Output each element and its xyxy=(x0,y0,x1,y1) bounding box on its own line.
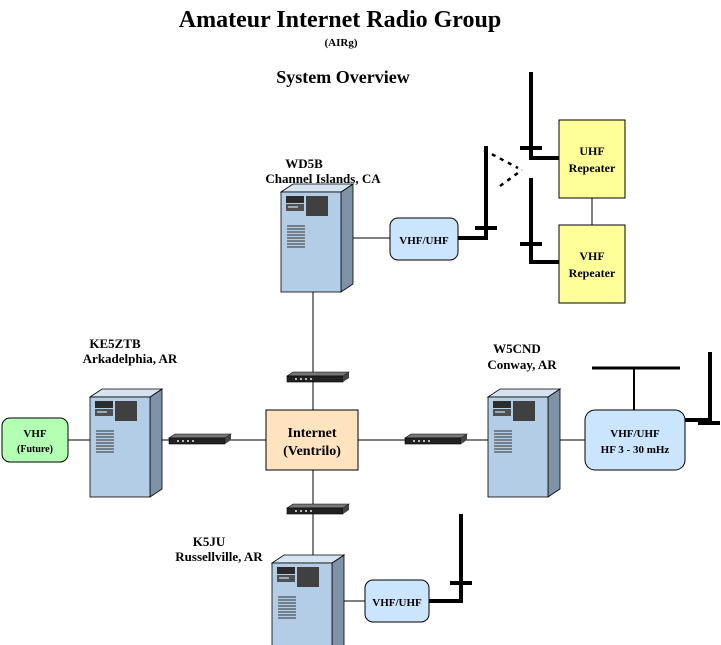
radio-ke5ztb-future: VHF (Future) xyxy=(1,417,69,463)
radio-k5ju: VHF/UHF xyxy=(364,579,430,623)
node-ke5ztb-callsign: KE5ZTB xyxy=(89,336,141,351)
modem-icon xyxy=(168,433,232,445)
page-subtitle: (AIRg) xyxy=(325,37,358,49)
radio-wd5b-label: VHF/UHF xyxy=(399,235,449,247)
server-w5cnd-icon xyxy=(487,388,561,498)
server-ke5ztb-icon xyxy=(89,388,163,498)
internet-label: Internet xyxy=(288,426,337,441)
vhf-repeater: VHF Repeater xyxy=(558,224,626,304)
modem-icon xyxy=(286,371,350,383)
vhf-repeater-sublabel: Repeater xyxy=(569,266,616,280)
node-wd5b-callsign: WD5B xyxy=(285,156,323,171)
node-w5cnd-callsign: W5CND xyxy=(493,341,541,356)
antenna-icon xyxy=(429,514,472,603)
server-k5ju-icon xyxy=(271,554,345,645)
node-k5ju-callsign: K5JU xyxy=(193,534,226,549)
radio-future-sublabel: (Future) xyxy=(17,444,53,455)
section-title: System Overview xyxy=(276,67,409,87)
uhf-repeater-label: UHF xyxy=(579,144,604,158)
radio-future-label: VHF xyxy=(23,428,47,440)
antenna-icon xyxy=(520,72,559,160)
vhf-repeater-label: VHF xyxy=(579,249,604,263)
modem-icon xyxy=(286,503,350,515)
uhf-repeater-sublabel: Repeater xyxy=(569,161,616,175)
internet-node: Internet (Ventrilo) xyxy=(265,409,359,471)
radio-w5cnd-label: VHF/UHF xyxy=(610,428,660,440)
uhf-repeater: UHF Repeater xyxy=(558,119,626,199)
radio-w5cnd: VHF/UHF HF 3 - 30 mHz xyxy=(584,409,686,471)
internet-sublabel: (Ventrilo) xyxy=(283,444,341,459)
node-k5ju-location: Russellville, AR xyxy=(175,549,263,564)
node-ke5ztb-location: Arkadelphia, AR xyxy=(83,351,178,366)
antenna-icon xyxy=(592,352,720,425)
radio-w5cnd-sublabel: HF 3 - 30 mHz xyxy=(601,444,670,456)
page-title: Amateur Internet Radio Group xyxy=(179,7,501,33)
server-wd5b-icon xyxy=(280,183,354,293)
node-wd5b-location: Channel Islands, CA xyxy=(265,171,381,186)
radio-k5ju-label: VHF/UHF xyxy=(372,597,422,609)
modem-icon xyxy=(404,433,468,445)
antenna-icon xyxy=(458,146,497,240)
wireless-link-icon xyxy=(483,148,523,188)
radio-wd5b: VHF/UHF xyxy=(389,217,459,261)
node-w5cnd-location: Conway, AR xyxy=(487,357,557,372)
antenna-icon xyxy=(520,178,559,264)
